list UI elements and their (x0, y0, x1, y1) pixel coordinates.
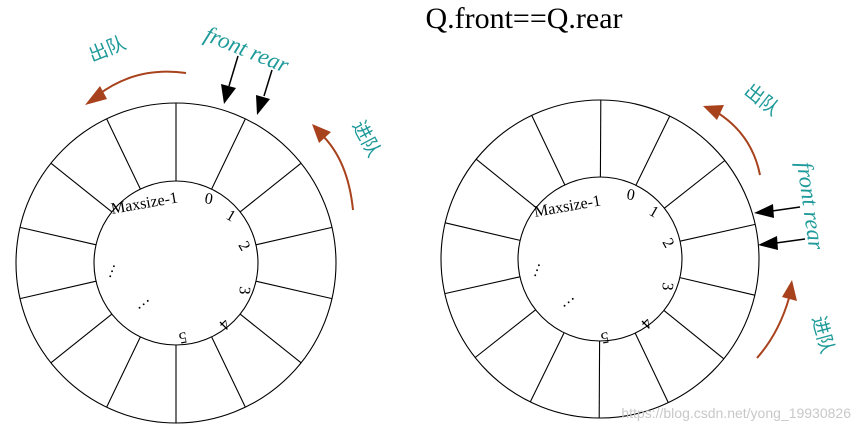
right-index-1: 1 (646, 203, 661, 222)
right-slot-divider (663, 309, 725, 360)
right-rear-arrowhead (758, 236, 778, 250)
left-index-0: 0 (203, 190, 214, 208)
right-slot-divider (444, 276, 521, 295)
left-index-maxsize: Maxsize-1 (110, 189, 179, 217)
left-slot-divider (19, 226, 97, 246)
left-rear-arrow (263, 69, 273, 97)
right-slot-divider (634, 332, 669, 403)
left-index-2: 2 (235, 239, 254, 254)
left-dequeue-arrowhead (85, 86, 107, 105)
right-ellipsis-2: … (555, 288, 578, 311)
right-index-5: 5 (599, 328, 610, 346)
right-slot-divider (445, 222, 521, 241)
right-dequeue-arrowhead (703, 105, 724, 120)
left-dequeue-arrow (97, 70, 187, 96)
right-index-3: 3 (658, 282, 676, 291)
right-pointer-label: front rear (792, 160, 829, 252)
left-pointer-label: front rear (201, 21, 293, 78)
right-enqueue-label: 进队 (807, 314, 838, 356)
left-slot-divider (239, 313, 302, 364)
right-enqueue-arrow (756, 297, 790, 359)
left-slot-divider (106, 336, 141, 408)
right-index-0: 0 (625, 186, 636, 204)
right-dequeue-label: 出队 (740, 80, 784, 121)
right-outer-ring (440, 99, 760, 419)
right-front-arrowhead (754, 204, 774, 218)
right-slot-divider (531, 115, 566, 186)
right-slot-divider (529, 332, 565, 403)
watermark: https://blog.csdn.net/yong_19930826 (621, 405, 851, 421)
left-index-3: 3 (235, 286, 253, 295)
right-slot-divider (679, 223, 756, 242)
left-slot-divider (106, 118, 141, 190)
left-slot-divider (50, 313, 113, 364)
left-slot-divider (255, 226, 333, 246)
left-slot-dividers (19, 103, 333, 423)
left-enqueue-arrowhead (312, 124, 331, 143)
right-slot-divider (475, 158, 537, 209)
left-rear-arrowhead (256, 95, 270, 115)
right-slot-divider (679, 277, 755, 296)
right-rear-arrow (775, 238, 806, 244)
right-circular-queue: Maxsize-1 0 1 2 3 4 5 … … 出队 进队 front re… (440, 80, 838, 419)
left-enqueue-arrow (320, 133, 354, 211)
left-index-4: 4 (216, 315, 234, 333)
right-inner-ring (517, 176, 683, 342)
right-index-4: 4 (638, 314, 656, 332)
left-front-arrow (228, 55, 239, 87)
left-circular-queue: Maxsize-1 0 1 2 3 4 5 … … 出队 进队 front re… (15, 21, 385, 424)
left-slot-divider (239, 162, 302, 213)
left-slot-divider (50, 162, 113, 213)
right-front-arrow (771, 206, 801, 212)
right-slot-divider (635, 115, 671, 186)
right-slot-dividers (444, 99, 756, 419)
right-enqueue-arrowhead (782, 280, 797, 301)
right-dequeue-arrow (717, 112, 761, 176)
left-index-5: 5 (177, 328, 188, 346)
left-index-1: 1 (223, 207, 238, 226)
left-enqueue-label: 进队 (348, 117, 385, 161)
right-index-2: 2 (659, 236, 678, 251)
left-slot-divider (19, 280, 97, 300)
right-slot-divider (474, 309, 536, 358)
right-ellipsis-1: … (523, 259, 544, 280)
left-ellipsis-1: … (98, 260, 119, 281)
left-slot-divider (211, 118, 246, 190)
left-ellipsis-2: … (130, 290, 153, 313)
left-front-arrowhead (221, 84, 236, 104)
left-slot-divider (255, 280, 333, 300)
right-index-maxsize: Maxsize-1 (533, 192, 602, 220)
diagram-title: Q.front==Q.rear (425, 2, 622, 35)
left-dequeue-label: 出队 (86, 32, 129, 67)
left-slot-divider (211, 336, 246, 408)
right-slot-divider (664, 160, 726, 209)
